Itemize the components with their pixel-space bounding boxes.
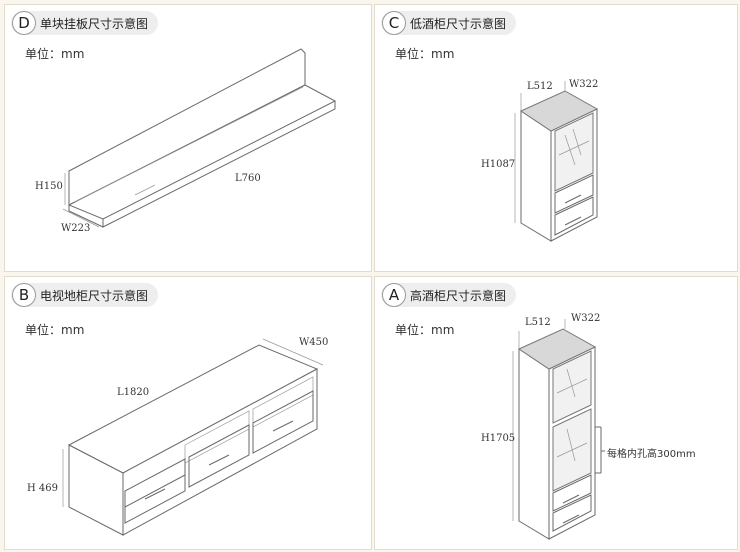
panel-c-length-label: L512 bbox=[527, 81, 553, 92]
tall-cabinet-drawing bbox=[512, 319, 605, 540]
panel-d-badge: D bbox=[12, 11, 36, 35]
panel-a-callout-label: 每格内孔高300mm bbox=[607, 449, 696, 460]
low-cabinet-drawing bbox=[514, 81, 599, 242]
panel-c-width-label: W322 bbox=[569, 79, 599, 90]
panel-d-height-label: H150 bbox=[35, 181, 63, 192]
panel-a-width-label: W322 bbox=[571, 313, 601, 324]
panel-b-height-label: H 469 bbox=[27, 483, 58, 494]
panel-d-width-label: W223 bbox=[61, 223, 91, 234]
panel-a-tall-cabinet: A 高酒柜尺寸示意图 单位：mm L512 W322 H1705 每格内孔 bbox=[374, 276, 738, 550]
panel-c-height-label: H1087 bbox=[481, 159, 516, 170]
panel-b-width-label: W450 bbox=[299, 337, 329, 348]
tv-cabinet-drawing bbox=[62, 338, 324, 536]
panel-d-header: D 单块挂板尺寸示意图 bbox=[11, 11, 159, 35]
panel-a-badge: A bbox=[382, 283, 406, 307]
panel-a-title: 高酒柜尺寸示意图 bbox=[410, 288, 507, 303]
panel-b-header: B 电视地柜尺寸示意图 bbox=[11, 283, 159, 307]
panel-d-title: 单块挂板尺寸示意图 bbox=[40, 16, 149, 31]
panel-a-length-label: L512 bbox=[525, 317, 551, 328]
panel-a-header: A 高酒柜尺寸示意图 bbox=[381, 283, 517, 307]
panel-b-tv-cabinet: B 电视地柜尺寸示意图 单位：mm W450 L1820 H 469 bbox=[4, 276, 372, 550]
panel-c-badge: C bbox=[382, 11, 406, 35]
panel-b-title: 电视地柜尺寸示意图 bbox=[40, 288, 149, 303]
panel-a-unit: 单位：mm bbox=[395, 323, 455, 337]
panel-d-shelf: D 单块挂板尺寸示意图 单位：mm H150 W223 L760 bbox=[4, 4, 372, 272]
panel-c-header: C 低酒柜尺寸示意图 bbox=[381, 11, 517, 35]
panel-b-badge: B bbox=[12, 283, 36, 307]
panel-c-low-cabinet: C 低酒柜尺寸示意图 单位：mm L512 W322 H1087 bbox=[374, 4, 738, 272]
shelf-drawing bbox=[62, 48, 337, 228]
panel-c-title: 低酒柜尺寸示意图 bbox=[410, 16, 507, 31]
panel-a-height-label: H1705 bbox=[481, 433, 516, 444]
panel-b-unit: 单位：mm bbox=[25, 323, 85, 337]
panel-d-length-label: L760 bbox=[235, 173, 261, 184]
panel-c-unit: 单位：mm bbox=[395, 47, 455, 61]
panel-d-unit: 单位：mm bbox=[25, 47, 85, 61]
panel-b-length-label: L1820 bbox=[117, 387, 150, 398]
